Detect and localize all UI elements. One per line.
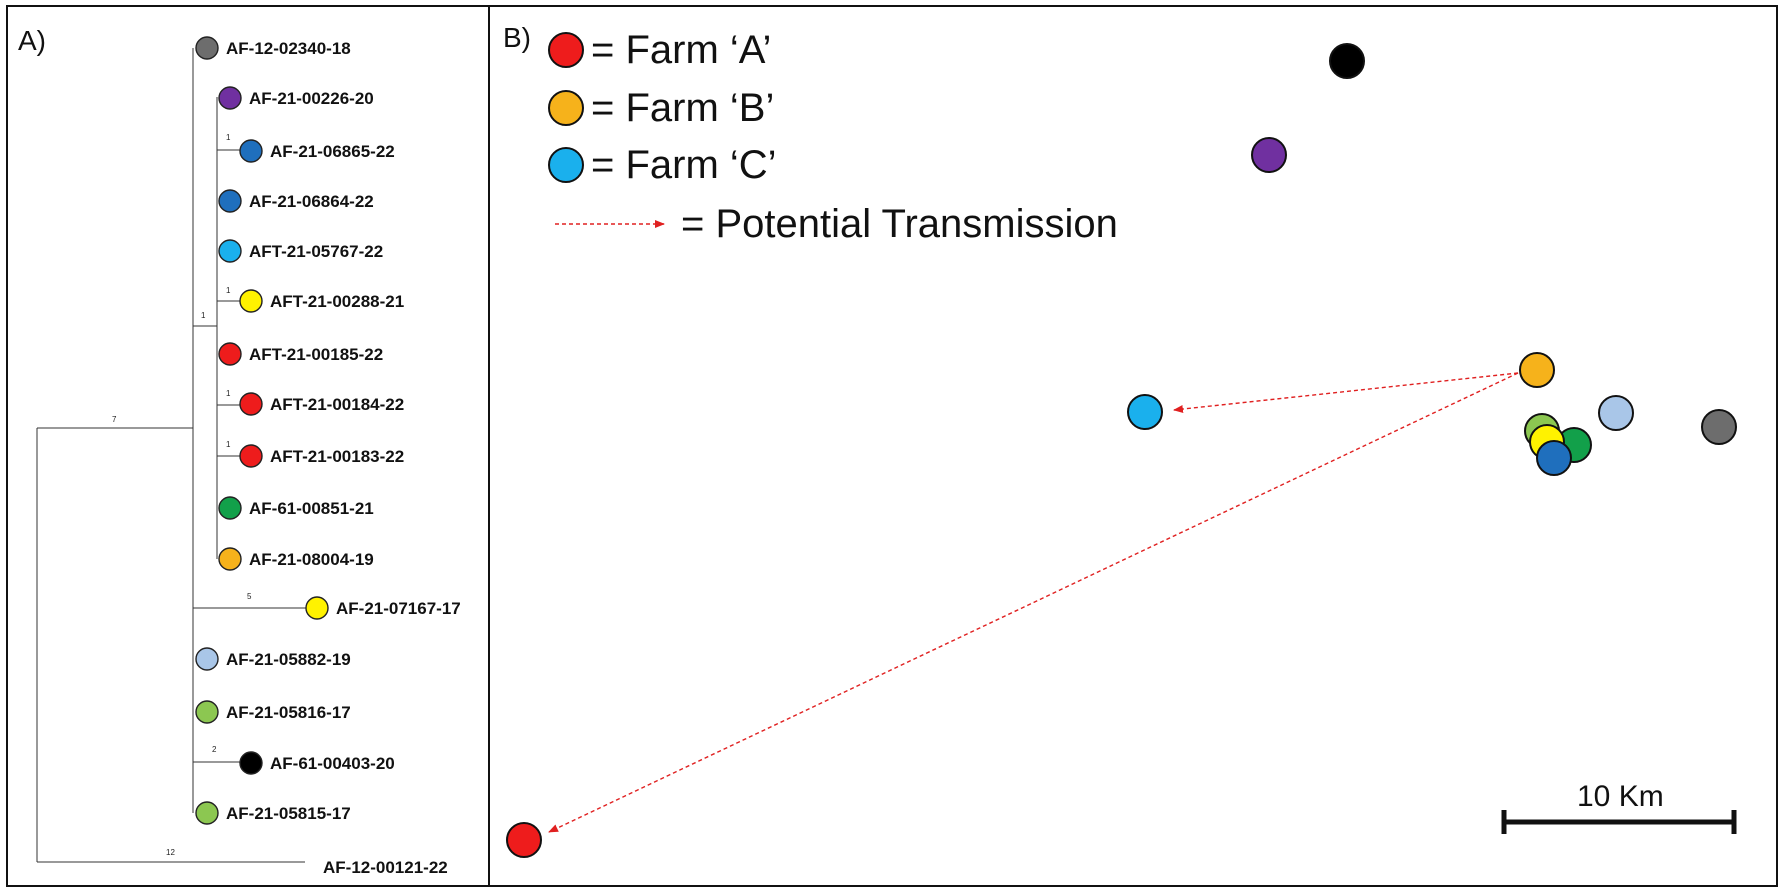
tree-leaf: AFT-21-00183-22	[239, 444, 404, 468]
scale-bar-label: 10 Km	[1577, 780, 1664, 813]
tree-leaf: AF-21-05816-17	[195, 700, 351, 724]
panel-a-label: A)	[18, 25, 46, 56]
outgroup-branch-label: 12	[166, 848, 175, 857]
map-point-blue	[1536, 440, 1572, 476]
legend-label: = Potential Transmission	[681, 202, 1118, 246]
leaf-marker	[218, 239, 242, 263]
scale-bar: 10 Km	[1501, 780, 1737, 834]
legend-label: = Farm ‘A’	[591, 28, 771, 72]
tree-leaf: AF-21-05882-19	[195, 647, 351, 671]
map-point-farm-c	[1127, 394, 1163, 430]
branch-label-06865: 1	[226, 133, 231, 142]
branch-label-00184: 1	[226, 389, 231, 398]
root-branch-label: 7	[112, 415, 117, 424]
map-point-black	[1329, 43, 1365, 79]
panel-b-label: B)	[503, 22, 531, 53]
leaf-marker	[305, 596, 329, 620]
leaf-label: AF-61-00851-21	[249, 499, 374, 518]
map-point-gray	[1701, 409, 1737, 445]
tree-leaf: AF-21-06865-22	[239, 139, 395, 163]
legend-item-farm-b: = Farm ‘B’	[548, 86, 774, 130]
tree-leaf: AF-21-08004-19	[218, 547, 374, 571]
tree-leaf: AFT-21-00184-22	[239, 392, 404, 416]
leaf-label: AF-21-05815-17	[226, 804, 351, 823]
legend-marker	[548, 147, 584, 183]
leaf-marker	[218, 496, 242, 520]
figure-border	[6, 5, 1778, 887]
leaf-label: AFT-21-00185-22	[249, 345, 383, 364]
leaf-marker	[218, 86, 242, 110]
leaf-label: AF-21-05882-19	[226, 650, 351, 669]
transmission-arrow-to-farm-c	[1173, 372, 1519, 414]
legend-label: = Farm ‘B’	[591, 86, 774, 130]
transmission-arrow-to-farm-a	[548, 372, 1519, 833]
tree-leaf: AF-21-00226-20	[218, 86, 374, 110]
map-point-farm-a	[506, 822, 542, 858]
legend-item-farm-c: = Farm ‘C’	[548, 143, 777, 187]
map-point-farm-b	[1519, 352, 1555, 388]
tree-leaf: AF-21-06864-22	[218, 189, 374, 213]
subclade-branch-label: 1	[201, 311, 206, 320]
leaf-marker	[218, 189, 242, 213]
leaf-label: AF-21-05816-17	[226, 703, 351, 722]
leaf-marker	[195, 36, 219, 60]
map-point-light-blue	[1598, 395, 1634, 431]
leaf-marker	[195, 700, 219, 724]
legend-marker	[548, 90, 584, 126]
tree-leaf-outgroup: AF-12-00121-22	[323, 858, 448, 877]
branch-label-07167: 5	[247, 592, 252, 601]
legend-item-farm-a: = Farm ‘A’	[548, 28, 771, 72]
leaf-label: AF-21-06865-22	[270, 142, 395, 161]
leaf-marker	[195, 647, 219, 671]
phylogenetic-tree: 7 12 1 1 1 1 1 5 2 AF-12-0	[36, 36, 461, 877]
leaf-marker	[239, 392, 263, 416]
tree-leaf: AF-12-02340-18	[195, 36, 351, 60]
leaf-label: AFT-21-00183-22	[270, 447, 404, 466]
leaf-label: AF-21-08004-19	[249, 550, 374, 569]
map-point-purple	[1251, 137, 1287, 173]
tree-leaf: AF-61-00851-21	[218, 496, 374, 520]
leaf-marker	[218, 342, 242, 366]
panel-b: B) = Farm ‘A’ = Farm ‘B’ = Farm ‘C’ = Po…	[503, 22, 1737, 858]
leaf-marker	[239, 289, 263, 313]
leaf-marker	[195, 801, 219, 825]
tree-leaf: AFT-21-00288-21	[239, 289, 404, 313]
tree-leaf: AFT-21-05767-22	[218, 239, 383, 263]
leaf-label: AFT-21-00288-21	[270, 292, 404, 311]
branch-label-00183: 1	[226, 440, 231, 449]
tree-leaf: AFT-21-00185-22	[218, 342, 383, 366]
map-points	[506, 43, 1737, 858]
branch-label-00288: 1	[226, 286, 231, 295]
panel-a: A) 7 12 1 1 1 1 1 5 2	[18, 25, 461, 877]
leaf-label: AFT-21-05767-22	[249, 242, 383, 261]
leaf-label: AF-21-07167-17	[336, 599, 461, 618]
leaf-marker	[239, 139, 263, 163]
legend: = Farm ‘A’ = Farm ‘B’ = Farm ‘C’ = Poten…	[548, 28, 1118, 246]
leaf-label: AF-21-00226-20	[249, 89, 374, 108]
legend-marker	[548, 32, 584, 68]
tree-leaf: AF-61-00403-20	[239, 751, 395, 775]
legend-item-transmission: = Potential Transmission	[555, 202, 1118, 246]
leaf-label: AF-61-00403-20	[270, 754, 395, 773]
leaf-label: AF-12-00121-22	[323, 858, 448, 877]
tree-leaf: AF-21-05815-17	[195, 801, 351, 825]
leaf-marker	[239, 751, 263, 775]
leaf-label: AF-12-02340-18	[226, 39, 351, 58]
leaf-label: AF-21-06864-22	[249, 192, 374, 211]
transmission-arrows	[548, 372, 1519, 833]
branch-label-00403: 2	[212, 745, 217, 754]
tree-leaf: AF-21-07167-17	[305, 596, 461, 620]
legend-label: = Farm ‘C’	[591, 143, 777, 187]
leaf-label: AFT-21-00184-22	[270, 395, 404, 414]
leaf-marker	[218, 547, 242, 571]
leaf-marker	[239, 444, 263, 468]
